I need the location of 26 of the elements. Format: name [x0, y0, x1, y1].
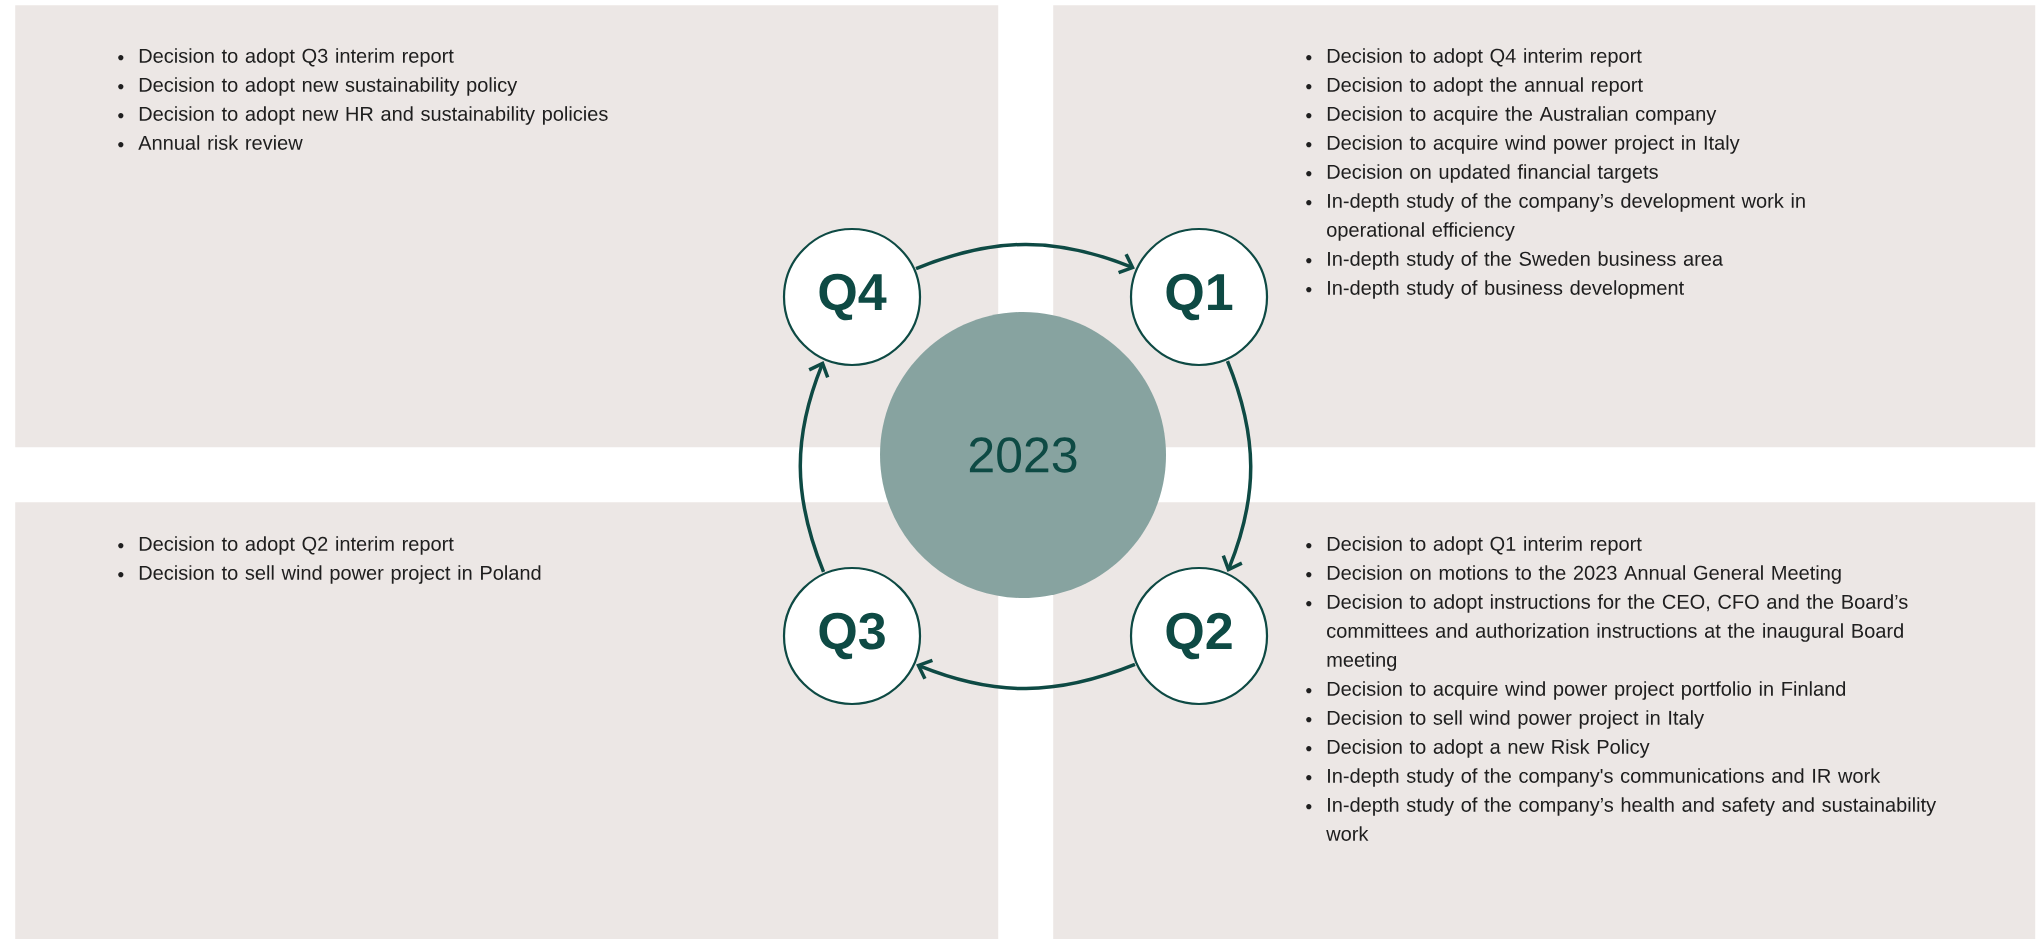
bullet-item: Decision to adopt Q2 interim report — [118, 536, 454, 555]
bullet-item: Decision to sell wind power project in Italy — [1306, 710, 1705, 729]
bullet-item: In-depth study of business development — [1306, 280, 1684, 299]
arrow — [915, 242, 1135, 275]
bullet-item: In-depth study of the company's communications and IR work — [1306, 768, 1881, 787]
arrow — [798, 361, 830, 573]
bullet-item: Decision to adopt Q4 interim report — [1306, 48, 1642, 67]
bullet-item: Decision to adopt new sustainability policy — [118, 77, 518, 96]
bullet-item: Decision to acquire wind power project in Italy — [1306, 135, 1740, 154]
bullet-item: Decision on motions to the 2023 Annual General Meeting — [1306, 565, 1841, 584]
arrow — [1221, 360, 1253, 572]
bullet-item: In-depth study of the company’s health and safety and sustainability work — [1306, 797, 1937, 841]
bullet-item: Decision to adopt a new Risk Policy — [1306, 739, 1650, 758]
bullet-item: Decision to adopt the annual report — [1306, 77, 1643, 96]
bullet-item: In-depth study of the company’s development work in operational efficiency — [1306, 193, 1805, 241]
bullet-item: Decision to acquire wind power project portfolio in Finland — [1306, 681, 1846, 700]
bullet-item: Decision to adopt Q3 interim report — [118, 48, 454, 67]
bullet-item: Decision to adopt instructions for the CEO, CFO and the Board’s committees and authorization instructions at the inaugural Board meeting — [1306, 594, 1908, 671]
bullet-item: Decision on updated financial targets — [1306, 164, 1658, 183]
arrow — [916, 658, 1136, 691]
bullet-item: Annual risk review — [118, 135, 303, 150]
bullet-item: Decision to acquire the Australian company — [1306, 106, 1717, 125]
bullet-item: In-depth study of the Sweden business area — [1306, 251, 1724, 270]
bullet-item: Decision to sell wind power project in Poland — [118, 565, 541, 584]
bullet-item: Decision to adopt Q1 interim report — [1306, 536, 1642, 555]
bullet-item: Decision to adopt new HR and sustainability policies — [118, 106, 608, 125]
